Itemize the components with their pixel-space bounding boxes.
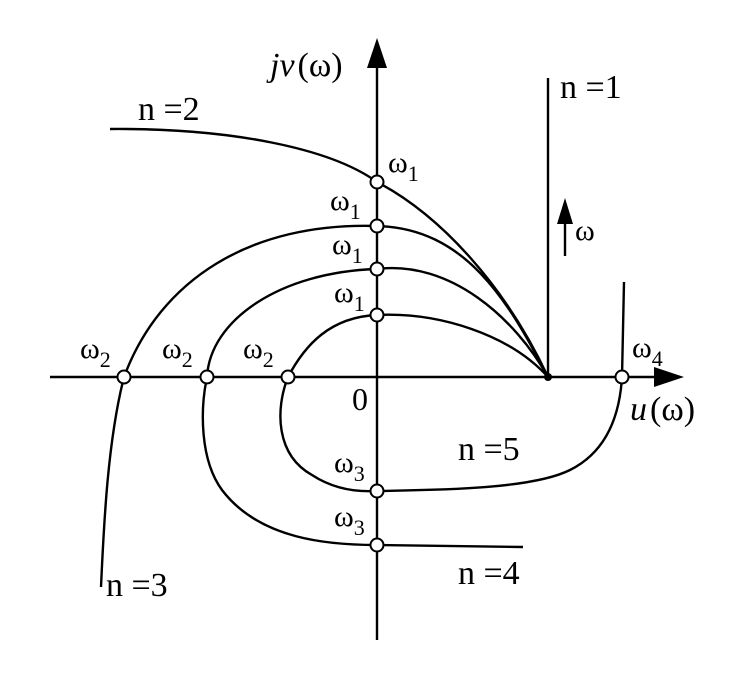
point-n3-omega1 bbox=[369, 218, 385, 234]
label-omega1-n3: ω1 bbox=[330, 184, 361, 224]
label-omega3-n5: ω3 bbox=[334, 446, 365, 486]
label-n3: n =3 bbox=[106, 567, 168, 604]
point-n5-omega4 bbox=[614, 369, 630, 385]
point-n2-omega1 bbox=[369, 174, 385, 190]
label-n2: n =2 bbox=[138, 91, 200, 128]
label-omega4-n5: ω4 bbox=[632, 331, 663, 371]
label-n4: n =4 bbox=[458, 555, 520, 592]
jv-axis-arrowhead bbox=[367, 38, 387, 68]
curve-n3 bbox=[99, 224, 550, 588]
u-axis-arrowhead bbox=[654, 367, 684, 387]
point-n3-omega2 bbox=[116, 369, 132, 385]
omega-arrow-head bbox=[557, 198, 573, 224]
label-omega3-n4: ω3 bbox=[334, 500, 365, 540]
label-omega2-n5: ω2 bbox=[243, 332, 274, 372]
label-n1: n =1 bbox=[560, 69, 622, 106]
point-n4-omega2 bbox=[199, 369, 215, 385]
point-n4-omega1 bbox=[369, 261, 385, 277]
label-omega2-n4: ω2 bbox=[162, 332, 193, 372]
point-n4-omega3 bbox=[369, 537, 385, 553]
omega-arrow-label: ω bbox=[575, 214, 595, 247]
convergence-point bbox=[544, 373, 552, 381]
point-n5-omega2 bbox=[280, 369, 296, 385]
point-n5-omega3 bbox=[369, 483, 385, 499]
label-omega1-n4: ω1 bbox=[332, 228, 363, 268]
label-omega1-n5: ω1 bbox=[334, 276, 365, 316]
point-n5-omega1 bbox=[369, 307, 385, 323]
origin-label: 0 bbox=[352, 381, 368, 417]
label-n5: n =5 bbox=[458, 431, 520, 468]
curve-n5 bbox=[279, 281, 626, 493]
jv-axis-label: jv(ω) bbox=[266, 47, 343, 84]
label-omega1-n2: ω1 bbox=[388, 146, 419, 186]
label-omega2-n3: ω2 bbox=[80, 332, 111, 372]
u-axis-label: u(ω) bbox=[630, 391, 695, 428]
curve-n4 bbox=[201, 266, 550, 549]
